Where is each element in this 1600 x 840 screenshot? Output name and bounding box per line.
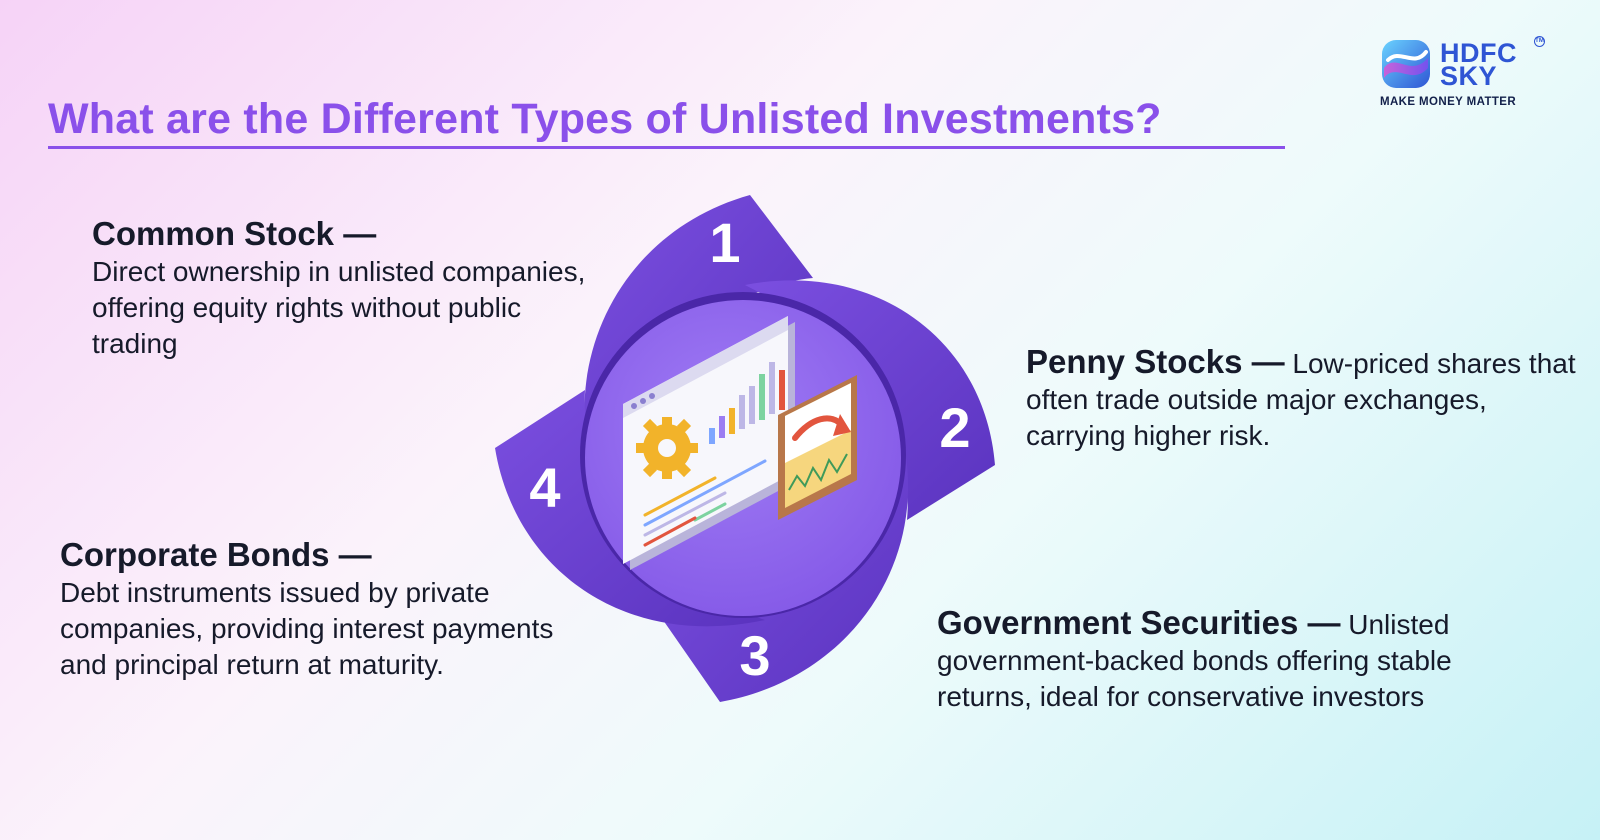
step-number-3: 3 xyxy=(739,624,770,687)
page-title: What are the Different Types of Unlisted… xyxy=(48,95,1162,143)
item-common-stock: Common Stock — Direct ownership in unlis… xyxy=(92,214,592,362)
brand-logo: HDFC SKY TM MAKE MONEY MATTER xyxy=(1380,36,1545,116)
brand-name-line2: SKY xyxy=(1440,61,1498,91)
framed-chart-icon xyxy=(778,375,857,520)
trademark-mark: TM xyxy=(1534,36,1545,47)
petal-1 xyxy=(584,195,813,460)
petal-4 xyxy=(495,390,765,627)
pinwheel-svg: 1 2 3 4 xyxy=(495,195,995,702)
pinwheel-diagram: 1 2 3 4 xyxy=(495,190,1020,725)
item-description: Low-priced shares that often trade outsi… xyxy=(1026,348,1576,451)
title-underline xyxy=(48,146,1285,149)
brand-tagline: MAKE MONEY MATTER xyxy=(1380,96,1517,108)
item-heading: Common Stock — xyxy=(92,215,377,252)
item-description: Debt instruments issued by private compa… xyxy=(60,577,554,680)
item-heading: Penny Stocks — xyxy=(1026,343,1285,380)
item-description: Unlisted government-backed bonds offerin… xyxy=(937,609,1452,712)
step-number-4: 4 xyxy=(529,456,560,519)
dashboard-illustration xyxy=(623,316,857,570)
item-government-securities: Government Securities — Unlisted governm… xyxy=(937,605,1537,715)
item-corporate-bonds: Corporate Bonds — Debt instruments issue… xyxy=(60,535,580,683)
petal-2 xyxy=(745,280,995,520)
item-heading: Corporate Bonds — xyxy=(60,536,372,573)
item-penny-stocks: Penny Stocks — Low-priced shares that of… xyxy=(1026,344,1586,454)
bar-columns xyxy=(709,362,785,444)
step-number-2: 2 xyxy=(939,396,970,459)
hdfc-sky-logo-icon xyxy=(1382,40,1430,88)
petal-3 xyxy=(663,450,909,702)
item-heading: Government Securities — xyxy=(937,604,1341,641)
gear-icon xyxy=(636,417,698,479)
step-number-1: 1 xyxy=(709,211,740,274)
brand-name-line1: HDFC xyxy=(1440,38,1517,68)
item-description: Direct ownership in unlisted companies, … xyxy=(92,256,586,359)
